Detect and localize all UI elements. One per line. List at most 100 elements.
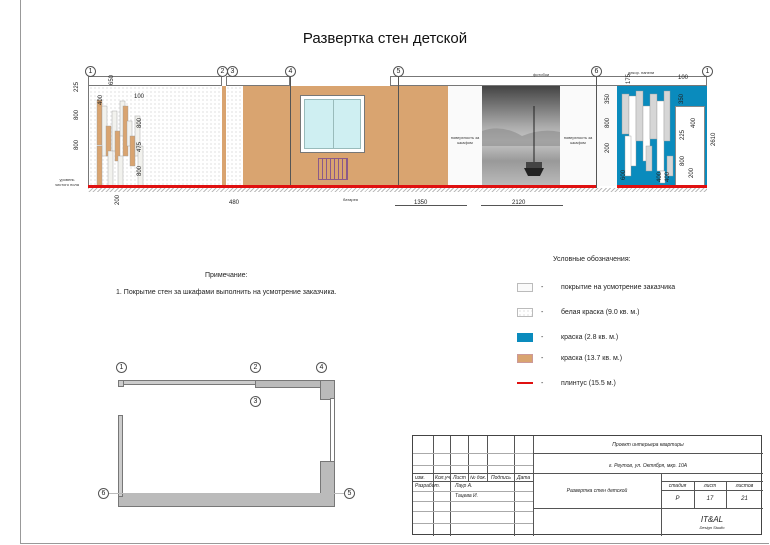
- axis-line: [108, 493, 348, 494]
- legend-item-white-paint: -белая краска (9.0 кв. м.): [517, 307, 639, 317]
- dimension: 2610: [711, 132, 717, 146]
- project-address: г. Реутов, ул. Октября, мкр. 10А: [608, 463, 688, 469]
- ceiling-strip: [226, 76, 290, 86]
- baseboard: [617, 185, 707, 188]
- ceiling-strip: [390, 76, 707, 86]
- legend-item-baseboard: -плинтус (15.5 м.): [517, 378, 616, 388]
- sheets-label: листов: [735, 483, 754, 489]
- dimension: 400: [98, 94, 104, 105]
- plan-wall: [320, 380, 335, 400]
- author-name: Лаур А.: [455, 483, 473, 489]
- wardrobe-surface: [597, 86, 617, 186]
- dimension: 800: [74, 109, 80, 120]
- dimension: 175: [626, 73, 632, 84]
- stage-value: Р: [675, 496, 680, 502]
- header-cell: Дата: [517, 475, 531, 481]
- legend-label: покрытие на усмотрение заказчика: [561, 283, 676, 291]
- dimension: 800: [605, 117, 611, 128]
- baseboard: [88, 185, 596, 188]
- title-block: Проект интерьера квартиры г. Реутов, ул.…: [412, 435, 763, 536]
- ceiling-strip: [88, 76, 222, 86]
- white-paint-wall: [226, 86, 243, 186]
- swatch-tan: [517, 353, 533, 363]
- sheet-name: Развертка стен детской: [566, 488, 628, 494]
- decor-panel: [656, 100, 665, 172]
- dimension: 225: [680, 129, 686, 140]
- plan-axis-4: 4: [316, 362, 327, 373]
- dimension: 100: [678, 75, 689, 81]
- dimension: 475: [137, 141, 143, 152]
- decor-panels-left: [96, 99, 144, 186]
- decor-panel: [659, 170, 666, 184]
- swatch-dotted: [517, 307, 533, 317]
- axis-marker-5: 5: [393, 66, 404, 77]
- plan-axis-6: 6: [98, 488, 109, 499]
- dimension: 350: [605, 93, 611, 104]
- dimension: 200: [605, 142, 611, 153]
- legend-dash: -: [541, 333, 544, 341]
- wardrobe-surface: [560, 86, 596, 186]
- project-title: Проект интерьера квартиры: [612, 442, 684, 448]
- radiator-label: батарея: [343, 197, 358, 202]
- dimension: 600: [621, 169, 627, 180]
- dimension-line: [395, 205, 467, 206]
- note-text: 1. Покрытие стен за шкафами выполнить на…: [116, 289, 337, 296]
- dimension: 2120: [512, 200, 526, 206]
- decor-panels-right: [621, 90, 674, 184]
- dimension: 800: [137, 165, 143, 176]
- decor-panel: [96, 145, 103, 186]
- decor-panel: [134, 115, 141, 157]
- plan-axis-3: 3: [250, 396, 261, 407]
- header-cell: № док.: [470, 475, 487, 481]
- studio-logo: IT&AL: [700, 515, 724, 524]
- decor-panel: [649, 93, 658, 140]
- dimension: 400: [691, 117, 697, 128]
- swatch-blue: [517, 332, 533, 342]
- legend-dash: -: [541, 283, 544, 291]
- corner-line: [596, 76, 597, 188]
- window: [300, 95, 365, 153]
- legend-dash: -: [541, 308, 544, 316]
- author-name: Тацева И.: [455, 493, 479, 499]
- corner-line: [290, 76, 291, 186]
- dimension: 400: [657, 171, 663, 182]
- header-cell: Подпись: [491, 475, 511, 481]
- plan-wall: [118, 415, 123, 497]
- decor-panel: [126, 120, 133, 147]
- legend-dash: -: [541, 379, 544, 387]
- decor-panel: [621, 93, 630, 135]
- decor-panel: [117, 155, 124, 186]
- dimension: 800: [680, 155, 686, 166]
- sheet-label: лист: [703, 483, 717, 489]
- dimension-line: [481, 205, 563, 206]
- wardrobe-surface: [448, 86, 482, 186]
- developed-label: Разработ.: [415, 483, 440, 489]
- sheet-value: 17: [706, 496, 714, 502]
- decor-panel: [666, 155, 674, 177]
- legend-title: Условные обозначения:: [553, 256, 631, 263]
- decor-panel: [129, 135, 136, 167]
- legend-label: краска (2.8 кв. м.): [561, 333, 619, 341]
- dimension: 650: [109, 74, 115, 85]
- drawing-frame: [20, 0, 769, 544]
- legend-dash: -: [541, 354, 544, 362]
- decor-panel: [114, 130, 121, 162]
- floor-level-label: уровень чистого пола: [55, 177, 79, 187]
- note-heading: Примечание:: [205, 272, 248, 279]
- decor-panel: [645, 145, 653, 172]
- axis-marker-3: 3: [227, 66, 238, 77]
- studio-subtitle: Design Studio: [699, 525, 725, 530]
- plan-axis-1: 1: [116, 362, 127, 373]
- radiator: [318, 158, 348, 180]
- axis-marker-6: 6: [591, 66, 602, 77]
- plan-wall: [118, 380, 257, 385]
- dimension: 800: [137, 117, 143, 128]
- photo-wallpaper-label: фотобои: [533, 72, 550, 77]
- axis-marker-4: 4: [285, 66, 296, 77]
- dimension: 200: [115, 194, 121, 205]
- stage-label: стадия: [668, 483, 687, 489]
- swatch-white: [517, 282, 533, 292]
- floor-hatch: [88, 188, 707, 192]
- plan-axis-2: 2: [250, 362, 261, 373]
- dimension: 225: [74, 81, 80, 92]
